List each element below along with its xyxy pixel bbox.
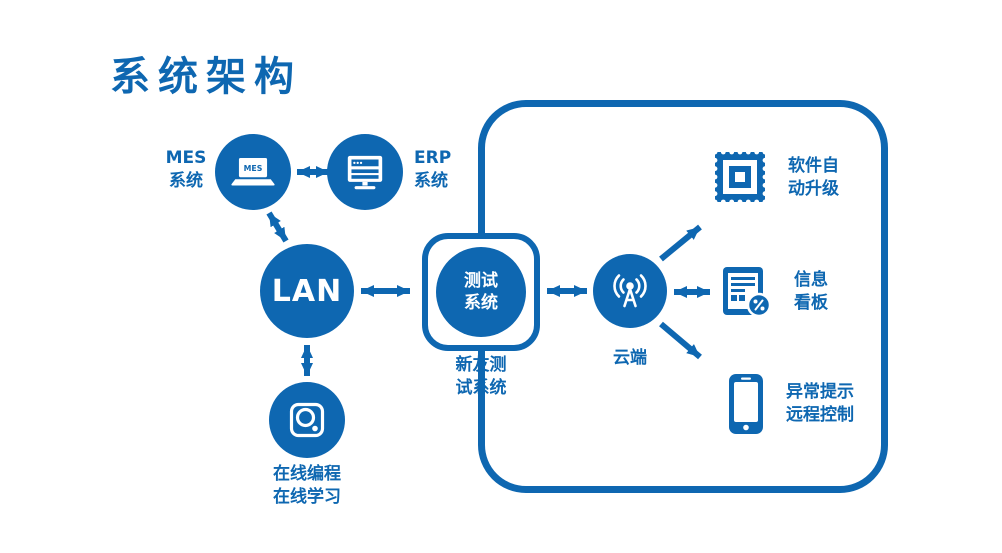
erp-label-line1: ERP xyxy=(414,148,452,168)
online-node xyxy=(269,382,345,458)
cloud-node xyxy=(593,254,667,328)
upgrade-label: 软件自 动升级 xyxy=(788,155,839,201)
cloud-caption: 云端 xyxy=(613,348,647,368)
lan-label: LAN xyxy=(271,273,343,309)
online-caption: 在线编程 在线学习 xyxy=(253,463,361,509)
board-label: 信息 看板 xyxy=(794,269,828,315)
mes-label-line1: MES xyxy=(165,148,207,168)
mes-label: MES 系统 xyxy=(156,147,216,193)
test-system-node: 测试 系统 xyxy=(436,247,526,337)
erp-label: ERP 系统 xyxy=(414,147,451,193)
drive-search-icon xyxy=(289,402,325,438)
test-circle-line1: 测试 xyxy=(464,271,498,291)
erp-node xyxy=(327,134,403,210)
phone-label-line1: 异常提示 xyxy=(786,382,854,402)
online-caption-line2: 在线学习 xyxy=(273,487,341,507)
upgrade-item xyxy=(712,149,768,209)
mes-label-line2: 系统 xyxy=(169,171,203,191)
arrow-mes-lan xyxy=(266,211,289,243)
lan-node: LAN xyxy=(260,244,354,338)
page-title: 系统架构 xyxy=(110,54,302,100)
mes-node: MES xyxy=(215,134,291,210)
stamp-icon xyxy=(712,149,768,205)
laptop-icon: MES xyxy=(231,157,275,186)
erp-label-line2: 系统 xyxy=(414,171,448,191)
phone-label: 异常提示 远程控制 xyxy=(786,381,854,427)
board-label-line1: 信息 xyxy=(794,270,828,290)
board-label-line2: 看板 xyxy=(794,293,828,313)
phone-item xyxy=(726,372,766,440)
antenna-broadcast-icon xyxy=(613,274,647,308)
test-caption-line2: 试系统 xyxy=(455,378,507,398)
test-system-caption: 新友测 试系统 xyxy=(431,354,531,400)
phone-label-line2: 远程控制 xyxy=(786,405,854,425)
smartphone-icon xyxy=(729,374,763,434)
board-item xyxy=(717,263,773,323)
mes-screen-text: MES xyxy=(244,164,263,173)
test-circle-line2: 系统 xyxy=(464,293,498,313)
upgrade-label-line1: 软件自 xyxy=(788,156,839,176)
dashboard-icon xyxy=(723,267,772,318)
test-caption-line1: 新友测 xyxy=(455,355,507,375)
monitor-icon xyxy=(347,155,383,190)
upgrade-label-line2: 动升级 xyxy=(788,179,839,199)
online-caption-line1: 在线编程 xyxy=(273,464,341,484)
